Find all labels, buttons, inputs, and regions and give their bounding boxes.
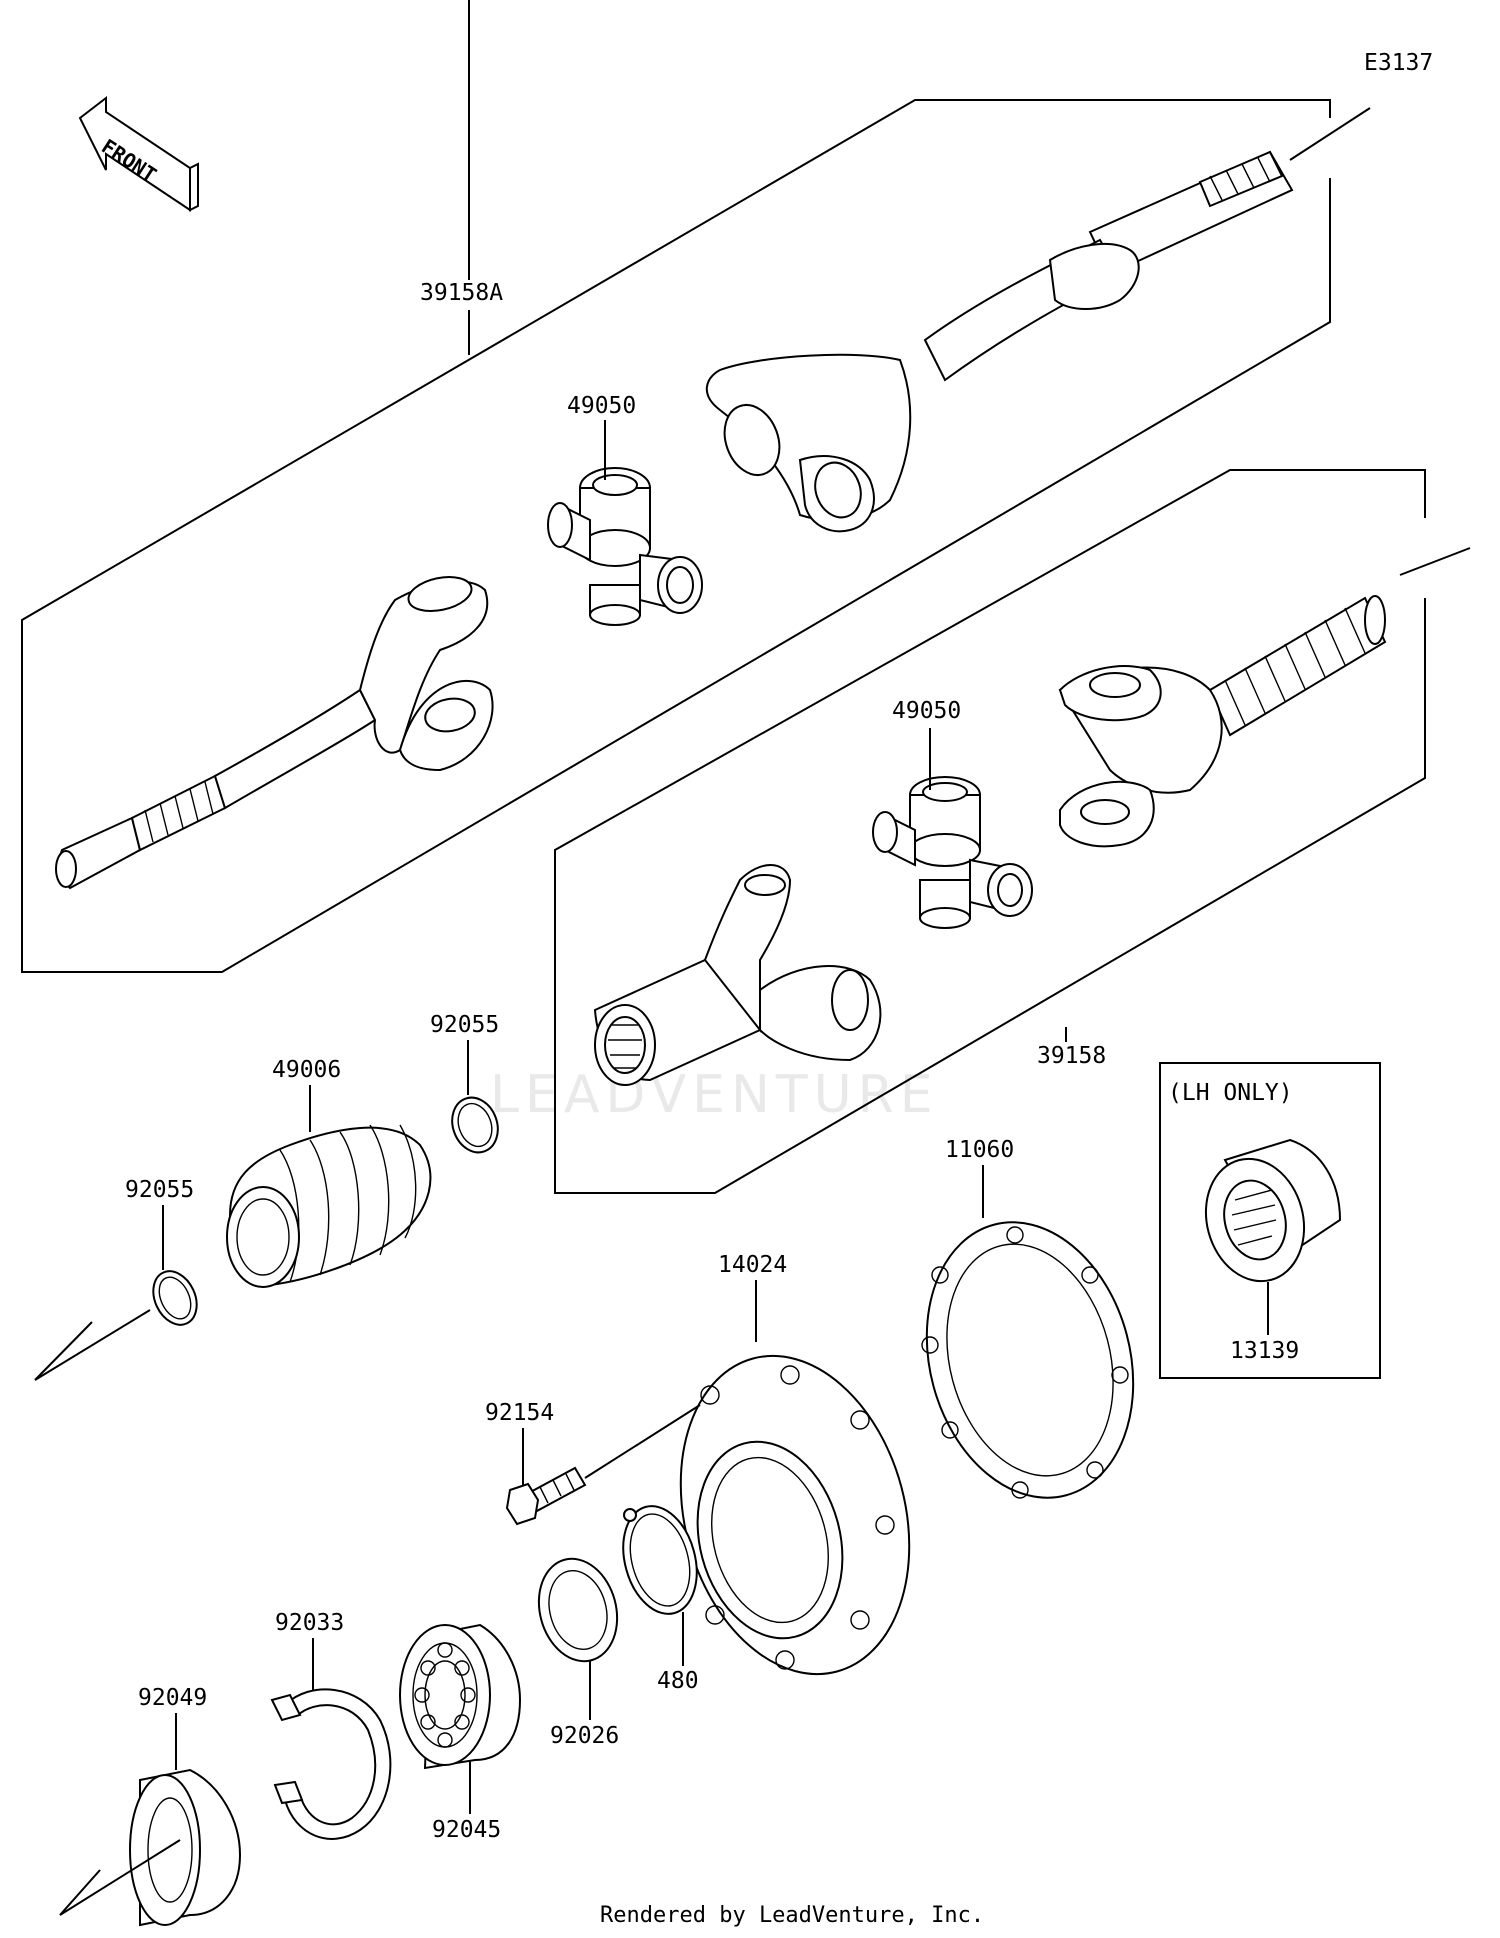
shaft-assembly-upper-frame: [21, 99, 1371, 973]
callout-92055-right: 92055: [430, 1012, 499, 1038]
boot: [226, 1124, 432, 1288]
gasket: [921, 1221, 1135, 1499]
oil-seal: [59, 1768, 242, 1927]
universal-joint-lower: [872, 776, 1033, 929]
callout-49050-lower: 49050: [892, 698, 961, 724]
lh-only-box: (LH ONLY): [1159, 1062, 1381, 1379]
watermark-text: LEADVENTURE: [490, 1065, 939, 1125]
callout-49050-upper: 49050: [567, 393, 636, 419]
shaft-splined-yoke: [1058, 595, 1387, 848]
housing: [679, 1354, 911, 1676]
callout-13139: 13139: [1230, 1338, 1299, 1364]
callout-39158A: 39158A: [420, 280, 503, 306]
callout-14024: 14024: [718, 1252, 787, 1278]
washer: [537, 1557, 619, 1663]
lh-only-label: (LH ONLY): [1168, 1080, 1293, 1106]
callout-11060: 11060: [945, 1137, 1014, 1163]
shaft-long: [705, 150, 1294, 533]
callout-92154: 92154: [485, 1400, 554, 1426]
callout-92026: 92026: [550, 1723, 619, 1749]
universal-joint-upper: [547, 467, 703, 626]
callout-92033: 92033: [275, 1610, 344, 1636]
oring-left: [152, 1270, 198, 1326]
callout-92045: 92045: [432, 1817, 501, 1843]
callout-49006: 49006: [272, 1057, 341, 1083]
circlip: [622, 1505, 698, 1615]
snap-ring: [270, 1688, 392, 1840]
bearing: [399, 1623, 522, 1770]
shaft-short-yoke: [55, 575, 494, 890]
callout-480: 480: [657, 1668, 699, 1694]
diagram-id: E3137: [1364, 50, 1433, 76]
callout-92055-left: 92055: [125, 1177, 194, 1203]
shaft-assembly-lower-frame: [554, 469, 1471, 1194]
front-arrow-icon: FRONT: [78, 95, 199, 212]
footer-credit: Rendered by LeadVenture, Inc.: [600, 1903, 984, 1928]
shaft-splined-bore-yoke: [593, 864, 882, 1086]
callout-39158: 39158: [1037, 1043, 1106, 1069]
callout-92049: 92049: [138, 1685, 207, 1711]
bolt: [505, 1404, 701, 1526]
